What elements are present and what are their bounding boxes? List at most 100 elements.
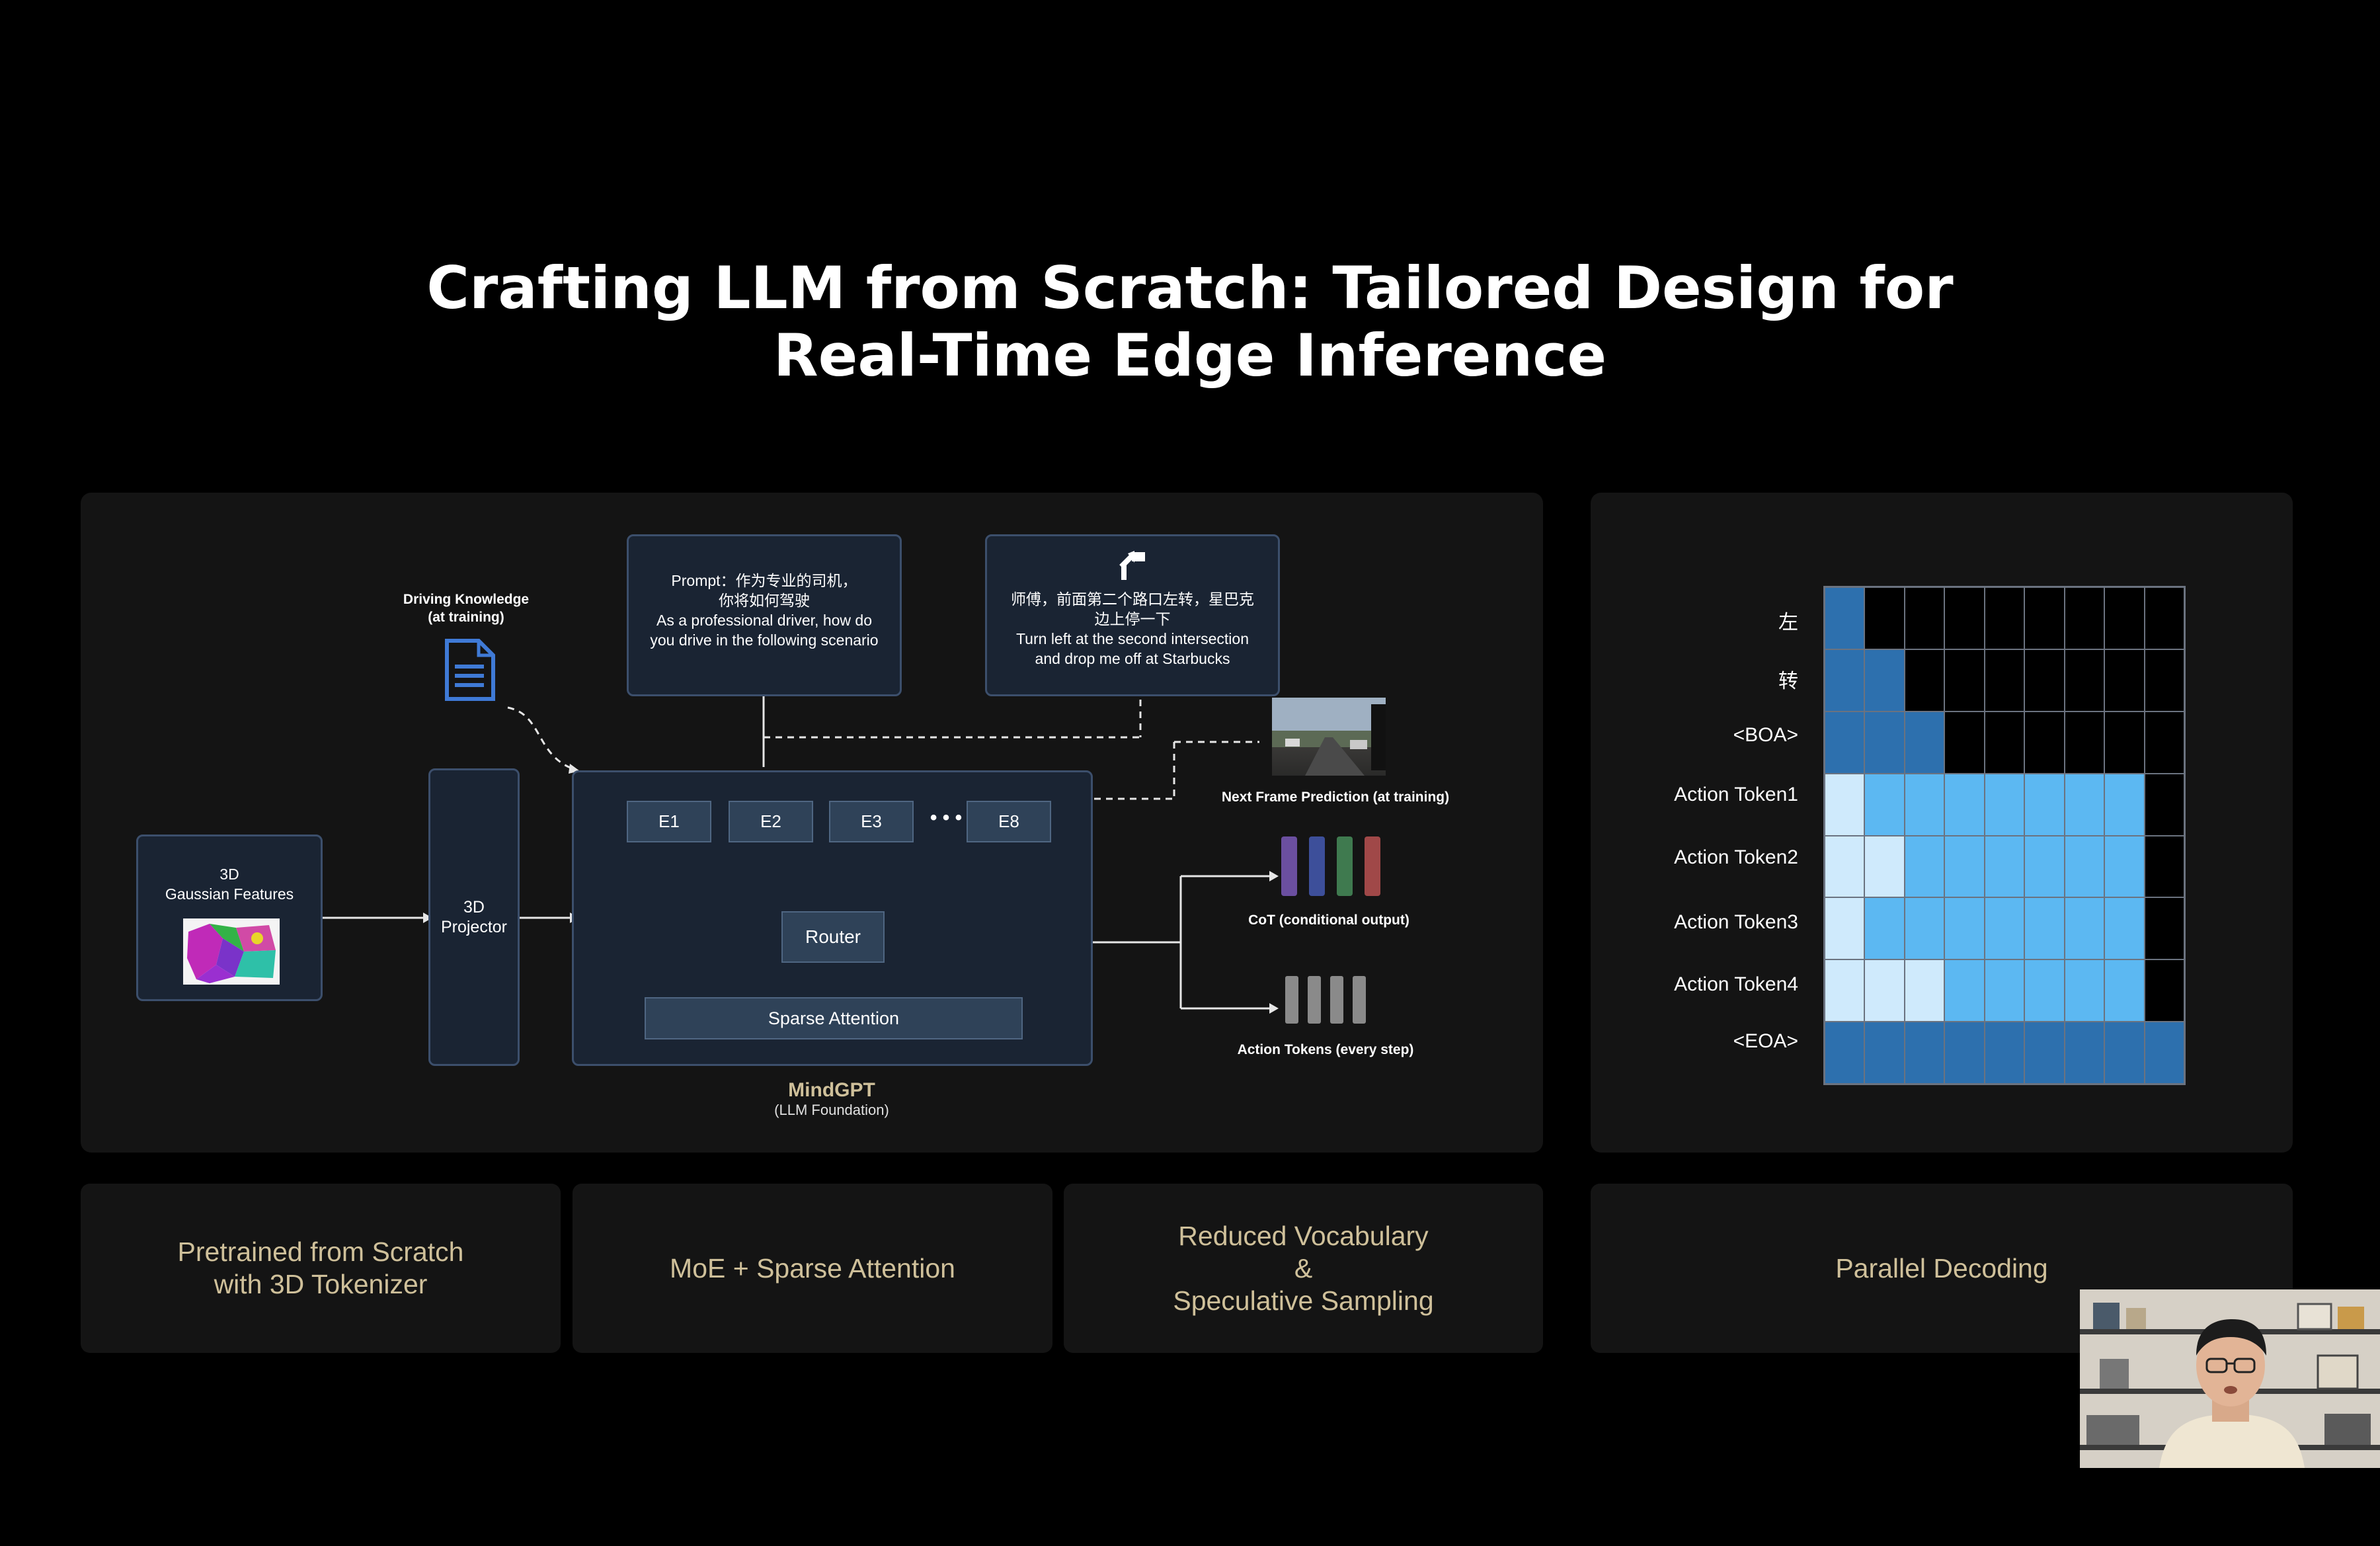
caption-moe: MoE + Sparse Attention [573, 1184, 1052, 1353]
prompt-box: Prompt：作为专业的司机， 你将如何驾驶 As a professional… [627, 534, 902, 696]
sparse-attention-label: Sparse Attention [768, 1008, 900, 1028]
mask-cell [1825, 897, 1865, 960]
instruction-line-4: and drop me off at Starbucks [1035, 650, 1230, 667]
mask-cell [1984, 959, 2025, 1022]
prompt-line-3: As a professional driver, how do [656, 612, 872, 629]
mask-cell [2104, 835, 2145, 898]
mask-cell [1984, 649, 2025, 712]
action-token-2 [1308, 976, 1321, 1024]
gaussian-line-2: Gaussian Features [165, 885, 294, 903]
mask-cell [1864, 587, 1905, 649]
mask-cell [2064, 649, 2105, 712]
3d-projector-box: 3D Projector [428, 768, 520, 1066]
expert-e1-label: E1 [658, 811, 680, 831]
mask-cell [2064, 1022, 2105, 1084]
prompt-line-4: you drive in the following scenario [650, 631, 879, 649]
mask-cell [2024, 773, 2065, 836]
mask-cell [2064, 959, 2105, 1022]
gaussian-features-label: 3D Gaussian Features [138, 864, 321, 904]
mask-cell [1825, 649, 1865, 712]
mask-cell [2104, 773, 2145, 836]
instruction-box: 师傅，前面第二个路口左转，星巴克 边上停一下 Turn left at the … [985, 534, 1280, 696]
gaussian-line-1: 3D [219, 866, 239, 883]
mask-cell [1864, 773, 1905, 836]
mask-cell [1944, 897, 1985, 960]
speaker-video-thumbnail [2080, 1289, 2380, 1468]
mask-cell [2064, 587, 2105, 649]
sparse-attention-box: Sparse Attention [645, 997, 1023, 1039]
driving-knowledge-label: Driving Knowledge (at training) [374, 590, 559, 626]
mask-cell [1825, 1022, 1865, 1084]
mask-cell [2024, 897, 2065, 960]
mask-cell [2104, 587, 2145, 649]
expert-ellipsis: • • • [930, 807, 963, 829]
mask-cell [1944, 835, 1985, 898]
caption-vocabulary-line-3: Speculative Sampling [1173, 1285, 1434, 1316]
mask-cell [2144, 897, 2184, 960]
cot-label: CoT (conditional output) [1248, 913, 1409, 928]
prompt-line-1: Prompt：作为专业的司机， [671, 572, 857, 589]
mask-row-label-1: 转 [1778, 671, 1798, 692]
caption-vocabulary-line-1: Reduced Vocabulary [1178, 1220, 1429, 1251]
mask-cell [1904, 711, 1945, 774]
mask-row-label-2: <BOA> [1733, 724, 1798, 746]
driving-knowledge-line-1: Driving Knowledge [403, 592, 530, 607]
model-name: MindGPT [788, 1079, 875, 1101]
caption-moe-text: MoE + Sparse Attention [670, 1252, 955, 1283]
route-icon [987, 549, 1278, 589]
router-label: Router [805, 926, 861, 947]
mask-cell [2144, 587, 2184, 649]
mask-cell [1984, 897, 2025, 960]
mask-cell [1904, 959, 1945, 1022]
mask-cell [2064, 773, 2105, 836]
expert-e3: E3 [829, 801, 914, 842]
mask-cell [2064, 711, 2105, 774]
mask-row-labels: 左 转 <BOA> Action Token1 Action Token2 Ac… [1560, 587, 1798, 1083]
mask-cell [2104, 897, 2145, 960]
attention-mask-grid [1823, 586, 2186, 1085]
caption-vocabulary-line-2: & [1294, 1252, 1313, 1283]
mask-cell [2024, 1022, 2065, 1084]
mask-cell [2104, 959, 2145, 1022]
mask-cell [1864, 897, 1905, 960]
expert-e8-label: E8 [998, 811, 1019, 831]
mask-cell [1984, 773, 2025, 836]
mask-cell [2024, 649, 2065, 712]
mask-cell [1904, 835, 1945, 898]
mask-cell [1944, 1022, 1985, 1084]
mask-row-label-6: Action Token4 [1674, 973, 1798, 995]
mask-cell [2144, 835, 2184, 898]
mask-row-label-3: Action Token1 [1674, 784, 1798, 805]
mask-cell [2024, 587, 2065, 649]
mindgpt-label: MindGPT (LLM Foundation) [699, 1079, 964, 1119]
mask-cell [1984, 1022, 2025, 1084]
mask-cell [1825, 835, 1865, 898]
mask-cell [1944, 587, 1985, 649]
mask-cell [2144, 773, 2184, 836]
cot-token-1 [1281, 836, 1297, 896]
mask-cell [1904, 649, 1945, 712]
instruction-line-2: 边上停一下 [1094, 610, 1171, 628]
mask-cell [1864, 835, 1905, 898]
action-token-3 [1330, 976, 1343, 1024]
mask-cell [1864, 959, 1905, 1022]
mask-cell [2144, 711, 2184, 774]
mask-cell [2144, 1022, 2184, 1084]
gaussian-features-box: 3D Gaussian Features [136, 834, 323, 1001]
mask-cell [2104, 1022, 2145, 1084]
mask-cell [1984, 587, 2025, 649]
projector-line-2: Projector [440, 918, 508, 936]
mask-cell [2144, 959, 2184, 1022]
mask-cell [2104, 711, 2145, 774]
prompt-line-2: 你将如何驾驶 [719, 592, 810, 609]
mask-cell [1825, 587, 1865, 649]
mask-cell [1904, 1022, 1945, 1084]
projector-label: 3D Projector [441, 897, 507, 937]
next-frame-label: Next Frame Prediction (at training) [1221, 790, 1450, 805]
gaussian-feature-image [183, 918, 280, 985]
expert-e2: E2 [729, 801, 813, 842]
mask-cell [1984, 835, 2025, 898]
cot-token-3 [1337, 836, 1353, 896]
expert-e2-label: E2 [760, 811, 781, 831]
mask-cell [1864, 649, 1905, 712]
